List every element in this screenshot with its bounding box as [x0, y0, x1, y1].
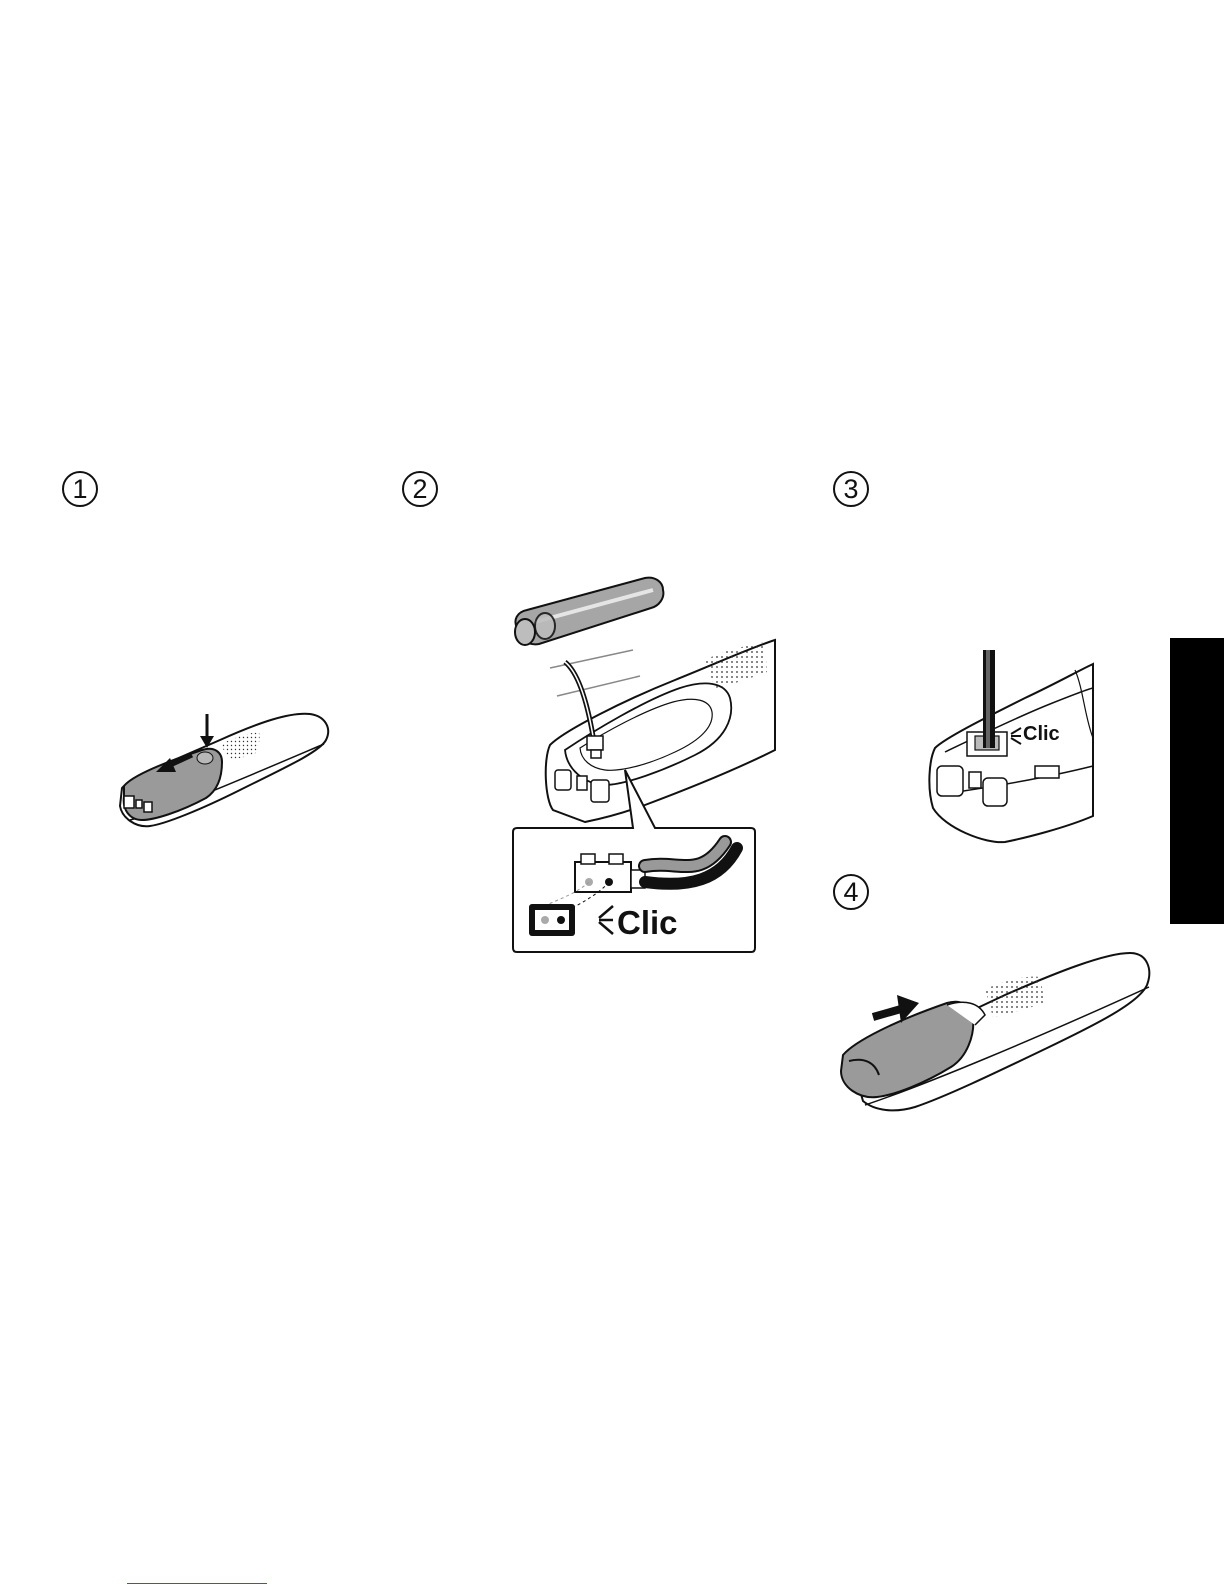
section-thumb-tab	[1170, 638, 1224, 924]
figure-remove-cover	[110, 700, 340, 840]
step-number-1: 1	[62, 471, 98, 507]
step-number-2: 2	[402, 471, 438, 507]
pressing-tool	[983, 650, 995, 748]
step-number-4: 4	[833, 874, 869, 910]
step-number-3: 3	[833, 471, 869, 507]
battery-pack	[515, 578, 663, 696]
clic-label-small: Clic	[1023, 723, 1060, 745]
handset-open-body	[546, 640, 775, 822]
socket-icon	[529, 904, 575, 936]
figure-insert-battery: Clic	[505, 560, 780, 960]
figure-close-cover	[835, 945, 1155, 1120]
clic-label-large: Clic	[617, 904, 678, 941]
handset-open-end	[929, 664, 1093, 842]
battery-cover	[124, 749, 222, 820]
figure-seat-connector: Clic	[925, 648, 1097, 848]
